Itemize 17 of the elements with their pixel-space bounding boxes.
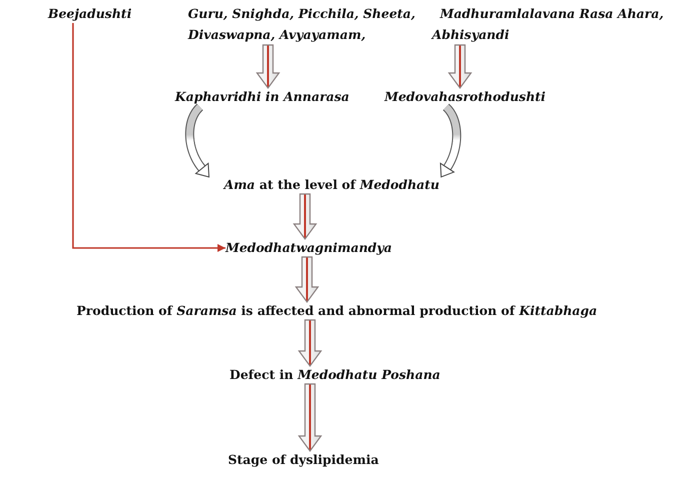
block-arrow: [292, 193, 318, 240]
flow-step-text: Medovahasrothodushti: [384, 88, 546, 106]
flow-step-text: Madhuramlalavana Rasa Ahara, Abhisyandi: [432, 3, 677, 45]
flow-step-text: Stage of dyslipidemia: [228, 451, 379, 469]
flow-step-text: Ama at the level of Medodhatu: [208, 176, 456, 194]
flow-step-text: Medodhatwagnimandya: [226, 239, 392, 257]
flow-step-text: Production of Saramsa is affected and abnormal production of Kittabhaga: [76, 302, 598, 320]
flow-step-text: Defect in Medodhatu Poshana: [230, 366, 440, 384]
block-arrow: [294, 256, 320, 304]
block-arrow: [298, 383, 322, 452]
arrow: [72, 23, 226, 252]
block-arrow: [256, 44, 280, 90]
flow-step-text: Guru, Snighda, Picchila, Sheeta, Divaswapna, Avyayamam,: [188, 3, 430, 45]
block-arrow: [298, 319, 322, 368]
flow-step-text: Kaphavridhi in Annarasa: [175, 88, 350, 106]
block-arrow: [448, 44, 472, 90]
flow-step-text: Beejadushti: [48, 5, 132, 23]
